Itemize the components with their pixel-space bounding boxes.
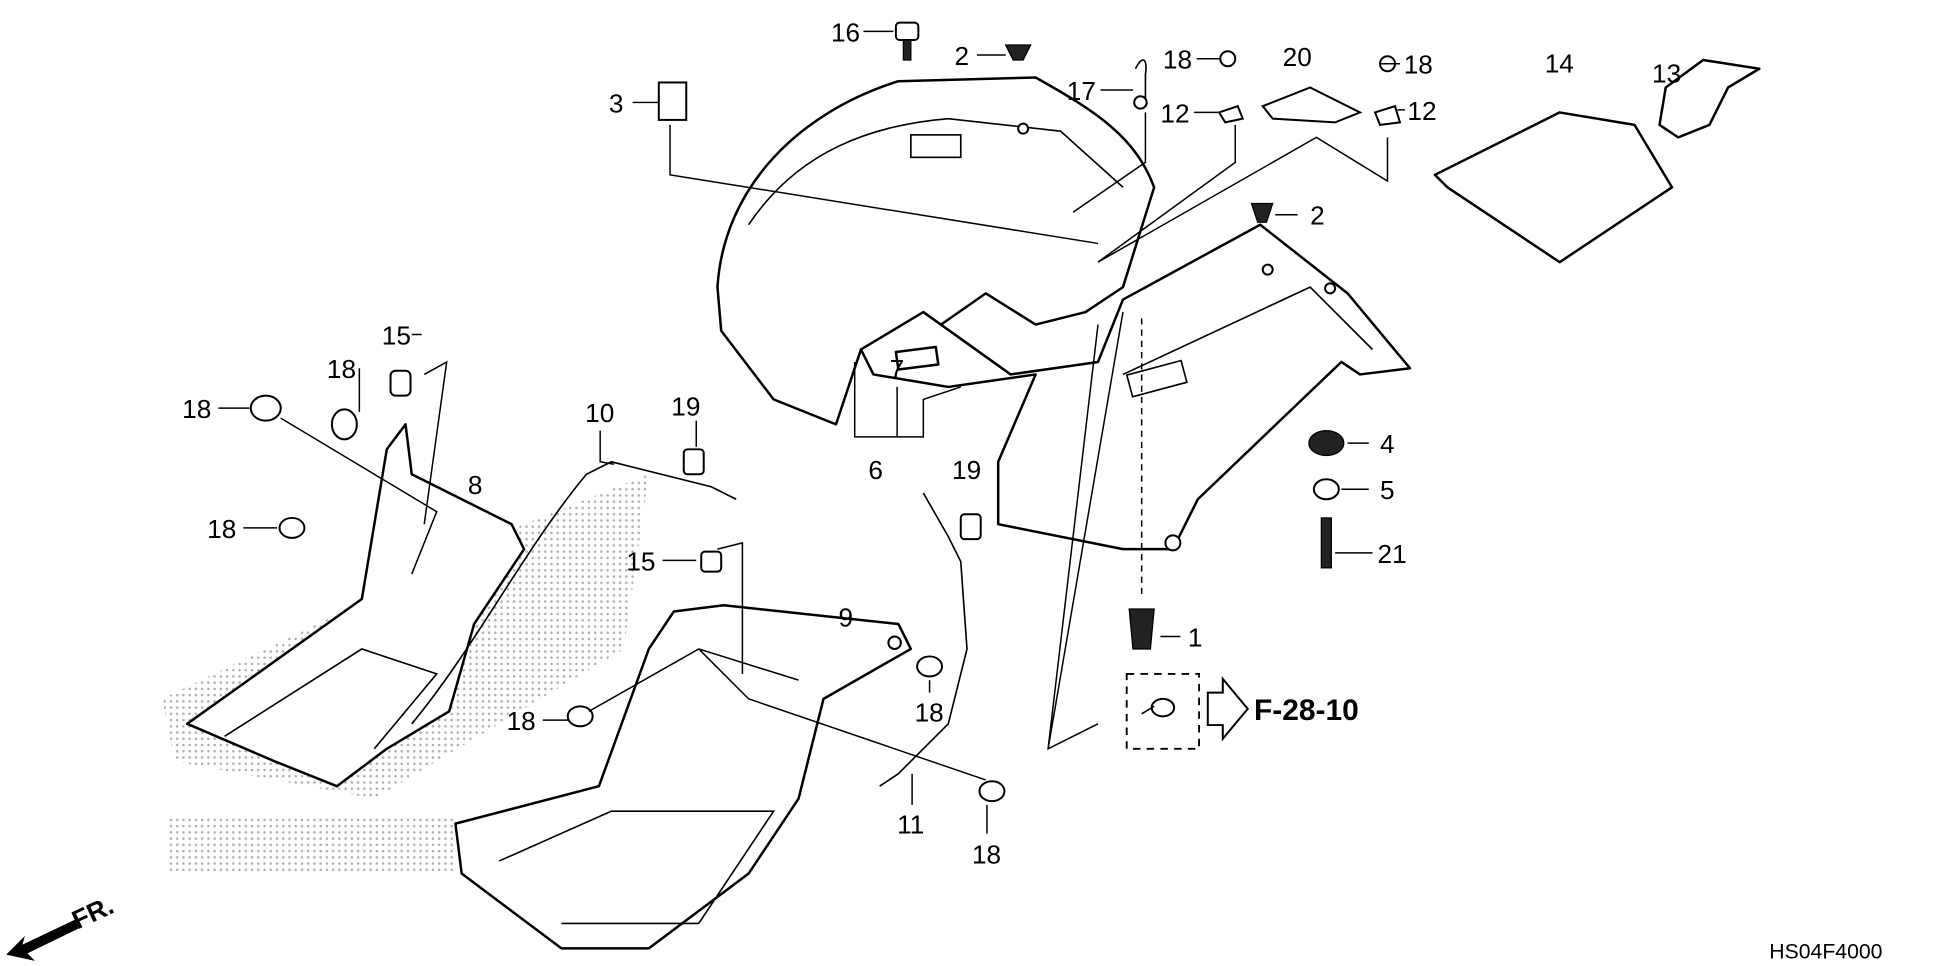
- rear-fender: [716, 76, 1412, 552]
- stay-rod-11: [879, 492, 968, 787]
- callout-12[interactable]: 12: [1407, 96, 1436, 126]
- callout-18[interactable]: 18: [1163, 45, 1192, 75]
- callout-7[interactable]: 7: [890, 354, 905, 384]
- callout-8[interactable]: 8: [468, 470, 483, 500]
- callout-18[interactable]: 18: [207, 514, 236, 544]
- reference-arrow-icon: [1206, 676, 1250, 742]
- callout-12[interactable]: 12: [1160, 98, 1189, 128]
- callout-14[interactable]: 14: [1545, 48, 1574, 78]
- fasteners: [249, 21, 1402, 803]
- reference-f-28-10[interactable]: F-28-10: [1125, 672, 1359, 750]
- callout-18[interactable]: 18: [327, 354, 356, 384]
- front-direction-marker: FR.: [6, 890, 118, 961]
- callout-9[interactable]: 9: [838, 602, 853, 632]
- callout-11[interactable]: 11: [897, 810, 924, 840]
- callout-1[interactable]: 1: [1188, 622, 1203, 652]
- callout-2[interactable]: 2: [955, 41, 970, 71]
- callout-10[interactable]: 10: [585, 398, 614, 428]
- callout-17[interactable]: 17: [1067, 76, 1096, 106]
- callout-4[interactable]: 4: [1380, 429, 1395, 459]
- callout-5[interactable]: 5: [1380, 475, 1395, 505]
- callout-19[interactable]: 19: [952, 455, 981, 485]
- callout-16[interactable]: 16: [831, 17, 860, 47]
- callout-15[interactable]: 15: [626, 546, 655, 576]
- left-floorboard: [185, 423, 526, 788]
- callout-20[interactable]: 20: [1283, 42, 1312, 72]
- callout-13[interactable]: 13: [1652, 58, 1681, 88]
- callout-6[interactable]: 6: [868, 455, 883, 485]
- reference-dashed-box: [1125, 672, 1201, 750]
- stay-rod-10: [411, 460, 737, 725]
- callout-labels: 16 2 3 17 18 12 20 18 12 14 13 2 15 18 1…: [182, 17, 1681, 869]
- callout-18[interactable]: 18: [915, 697, 944, 727]
- callout-15[interactable]: 15: [382, 321, 411, 351]
- callout-19[interactable]: 19: [671, 392, 700, 422]
- callout-18[interactable]: 18: [507, 706, 536, 736]
- reference-label[interactable]: F-28-10: [1254, 694, 1359, 727]
- callout-3[interactable]: 3: [609, 88, 624, 118]
- drawing-code: HS04F4000: [1769, 940, 1882, 963]
- right-floorboard: [454, 604, 913, 950]
- callout-18[interactable]: 18: [972, 840, 1001, 870]
- front-arrow-icon: [6, 919, 79, 961]
- callout-21[interactable]: 21: [1378, 539, 1407, 569]
- callout-18[interactable]: 18: [1404, 50, 1433, 80]
- leader-lines: [218, 30, 1405, 834]
- seat-cover: [1433, 58, 1761, 264]
- callout-2[interactable]: 2: [1310, 201, 1325, 231]
- callout-18[interactable]: 18: [182, 394, 211, 424]
